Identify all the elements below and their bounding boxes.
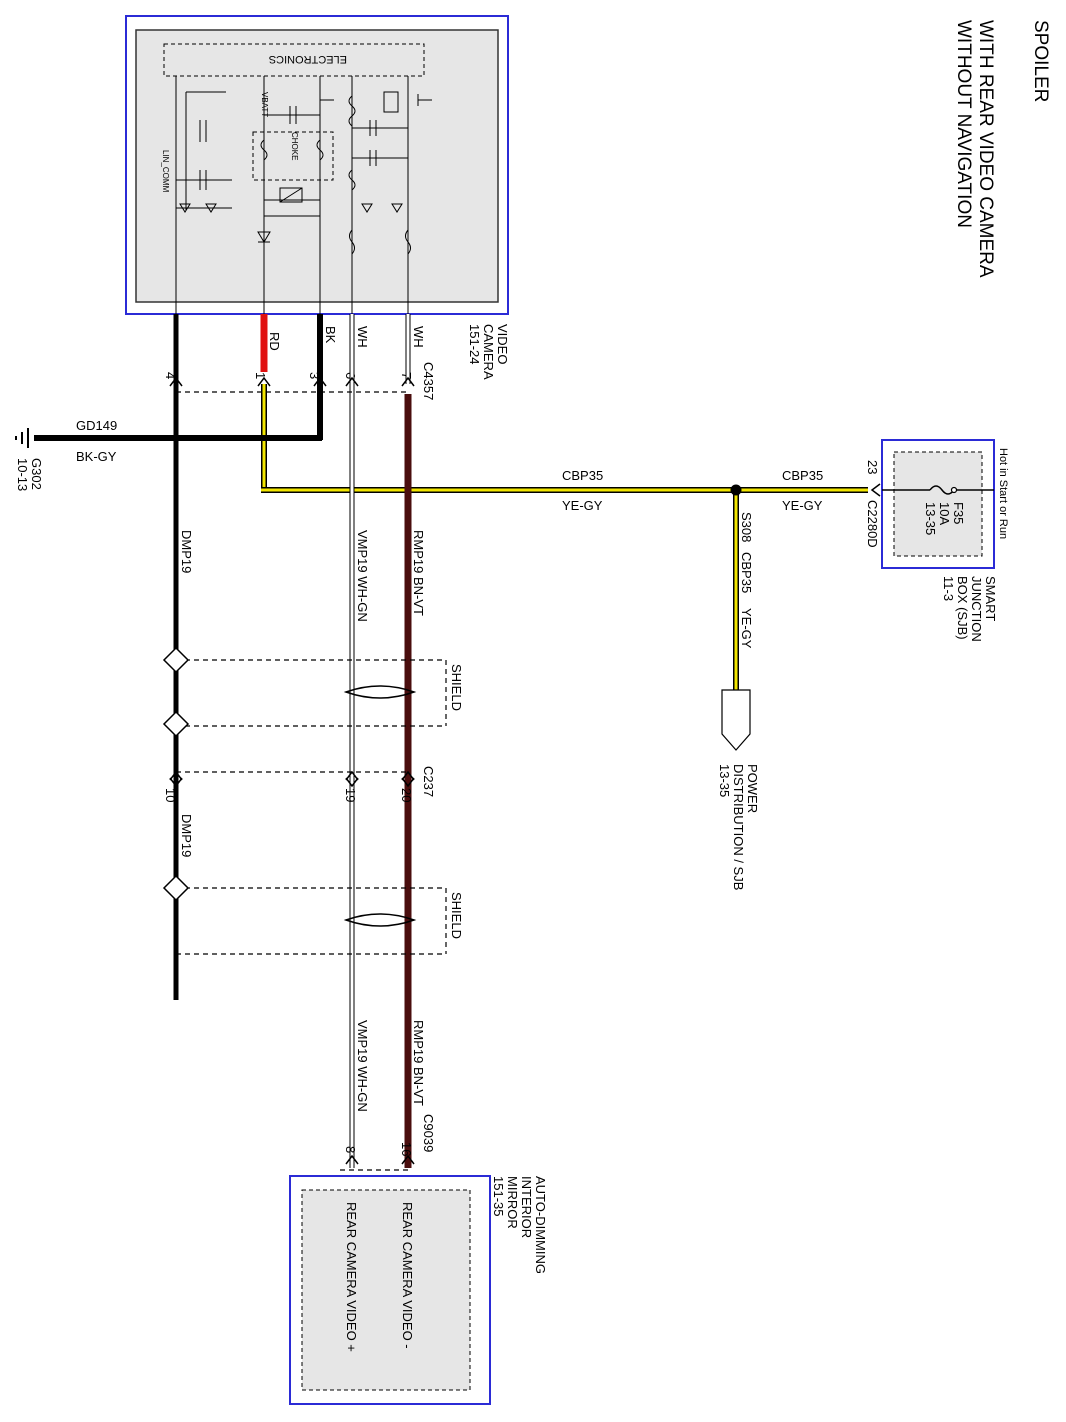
shield-lower: SHIELD <box>162 874 464 955</box>
ground-color-label: BK-GY <box>76 449 117 464</box>
mirror-name-line-3: MIRROR <box>505 1176 520 1229</box>
video-camera-inner-box <box>135 29 499 303</box>
pin-number-1: 1 <box>253 372 268 379</box>
power-color-right: YE-GY <box>782 498 823 513</box>
rmp19-label-lower: RMP19 BN-VT <box>411 1020 426 1106</box>
wire-color-pin3: BK <box>323 326 338 344</box>
wire-color-pin6: WH <box>355 326 370 348</box>
title-block: SPOILER WITH REAR VIDEO CAMERA WITHOUT N… <box>953 20 1051 278</box>
pin-number-4: 4 <box>163 372 178 379</box>
splice-dot <box>730 484 742 496</box>
mirror-name-line-2: INTERIOR <box>519 1176 534 1238</box>
power-distribution-arrow <box>721 689 751 751</box>
inline-connector-c237: C237 20 19 10 <box>163 766 436 802</box>
c237-pin-10: 10 <box>163 788 178 802</box>
mirror-pin-16: 16 <box>399 1142 414 1156</box>
twisted-pair-symbol <box>343 685 417 699</box>
pin-arrows <box>169 376 881 1165</box>
drain-label-lower: DMP19 <box>179 814 194 857</box>
fuse-rating: 10A <box>937 502 952 525</box>
twisted-pair-symbol <box>343 913 417 927</box>
vmp19-label-upper: VMP19 WH-GN <box>355 530 370 622</box>
fuse-symbol <box>929 485 955 495</box>
c237-label: C237 <box>421 766 436 797</box>
camera-name-line-1: VIDEO <box>495 324 510 364</box>
drain-label-upper: DMP19 <box>179 530 194 573</box>
lin-comm-label: LIN_COMM <box>161 150 170 193</box>
ground-point-label: G302 <box>29 458 44 490</box>
branch-circuit-label: CBP35 <box>739 552 754 593</box>
sjb-name-line-1: SMART <box>983 576 998 621</box>
power-dist-line-1: POWER <box>745 764 760 813</box>
ground-symbol: GD149 BK-GY G302 10-13 <box>15 418 117 491</box>
shield-drain-symbol <box>162 646 190 674</box>
rmp19-label-upper: RMP19 BN-VT <box>411 530 426 616</box>
sjb-page-ref: 11-3 <box>941 576 956 601</box>
power-circuit-right: CBP35 <box>782 468 823 483</box>
internal-circuitry <box>175 76 432 314</box>
splice-label: S308 <box>739 512 754 542</box>
auto-dimming-mirror: AUTO-DIMMING INTERIOR MIRROR 151-35 C903… <box>289 1114 548 1405</box>
video-camera-module: ELECTRONICS CHOKE VBATT LIN_COMM <box>125 15 509 315</box>
sjb-name-line-3: BOX (SJB) <box>955 576 970 640</box>
c237-pin-20: 20 <box>399 788 414 802</box>
rear-camera-video-plus: REAR CAMERA VIDEO + <box>344 1202 359 1352</box>
sjb-pin: 23 <box>865 460 880 474</box>
c237-pin-19: 19 <box>343 788 358 802</box>
camera-page-ref: 151-24 <box>467 324 482 364</box>
camera-connector: C4357 <box>421 362 436 400</box>
power-color-left: YE-GY <box>562 498 603 513</box>
mirror-pin-8: 8 <box>343 1146 358 1153</box>
power-circuit-left: CBP35 <box>562 468 603 483</box>
sjb-name-line-2: JUNCTION <box>969 576 984 642</box>
shield-drain-symbol <box>162 710 190 738</box>
power-wire-labels: CBP35 YE-GY CBP35 YE-GY S308 CBP35 YE-GY <box>562 468 823 649</box>
camera-pin-labels: VIDEO CAMERA 151-24 C4357 WH WH BK RD 7 … <box>163 324 510 400</box>
mirror-page-ref: 151-35 <box>491 1176 506 1216</box>
rear-camera-video-minus: REAR CAMERA VIDEO - <box>400 1202 415 1349</box>
vmp19-label-lower: VMP19 WH-GN <box>355 1020 370 1112</box>
title-line-2: WITH REAR VIDEO CAMERA <box>975 20 996 278</box>
sjb-header: Hot in Start or Run <box>997 448 1009 539</box>
title-line-3: WITHOUT NAVIGATION <box>953 20 974 228</box>
fuse-number: F35 <box>951 502 966 524</box>
connector-lines <box>176 391 412 1171</box>
shield-drain-symbol <box>162 874 190 902</box>
power-dist-line-2: DISTRIBUTION / SJB <box>731 764 746 890</box>
wire-labels: DMP19 DMP19 VMP19 WH-GN RMP19 BN-VT VMP1… <box>179 530 426 1112</box>
mirror-inner-box <box>301 1189 471 1391</box>
ground-page-ref: 10-13 <box>15 458 30 491</box>
power-dist-page-ref: 13-35 <box>717 764 732 797</box>
choke-block <box>252 131 334 181</box>
electronics-label: ELECTRONICS <box>269 53 347 65</box>
electronics-block <box>163 43 425 77</box>
title-line-1: SPOILER <box>1030 20 1051 102</box>
sjb-connector: C2280D <box>865 500 880 548</box>
pin-number-3: 3 <box>307 372 322 379</box>
fuse-ref: 13-35 <box>923 502 938 535</box>
shield-label-upper: SHIELD <box>449 664 464 711</box>
shield-upper: SHIELD <box>162 646 464 738</box>
shield-label-lower: SHIELD <box>449 892 464 939</box>
power-distribution: POWER DISTRIBUTION / SJB 13-35 <box>717 689 760 890</box>
choke-label: CHOKE <box>290 132 299 160</box>
camera-name-line-2: CAMERA <box>481 324 496 380</box>
wire-color-pin1: RD <box>267 332 282 351</box>
mirror-connector: C9039 <box>421 1114 436 1152</box>
wire-color-pin7: WH <box>411 326 426 348</box>
branch-color-label: YE-GY <box>739 608 754 649</box>
sjb-inner-box <box>893 451 983 557</box>
ground-circuit-label: GD149 <box>76 418 117 433</box>
smart-junction-box: Hot in Start or Run F35 10A 13-35 SMART … <box>865 439 1009 642</box>
mirror-name-line-1: AUTO-DIMMING <box>533 1176 548 1274</box>
